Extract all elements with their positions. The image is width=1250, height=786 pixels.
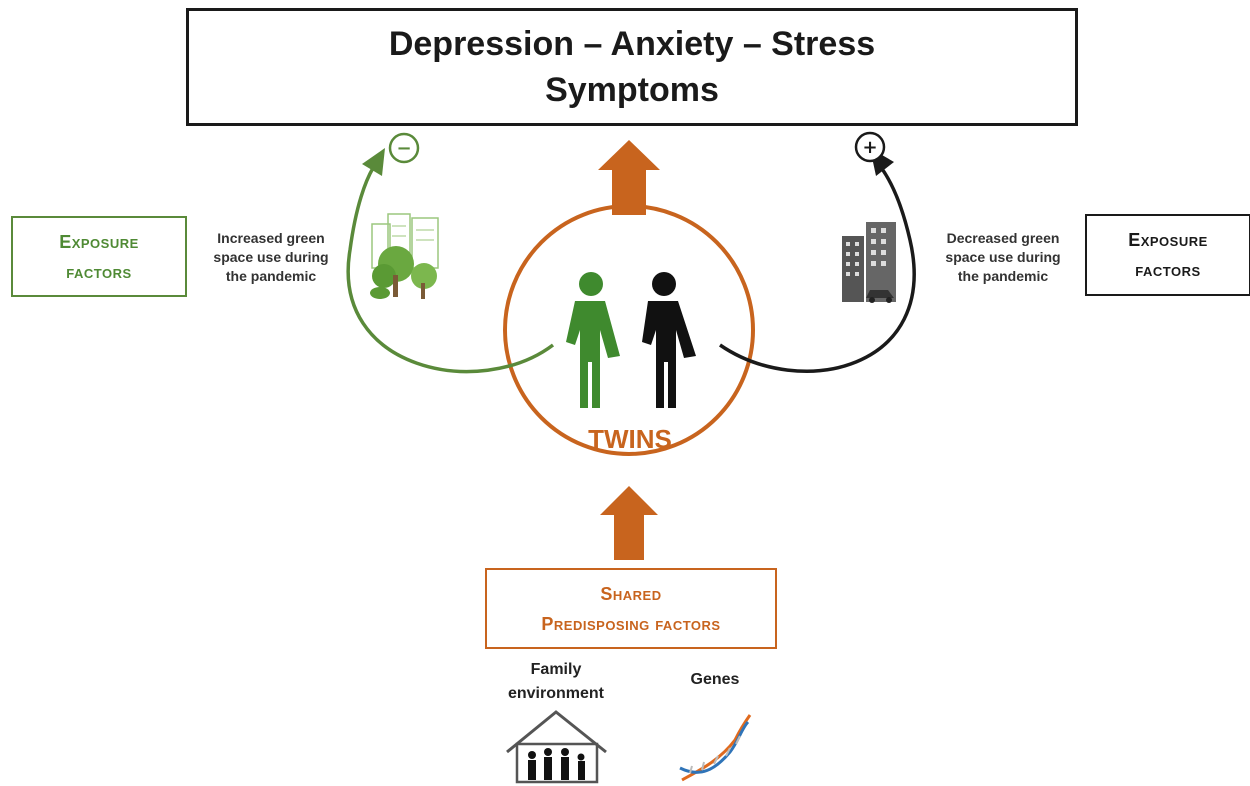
exposure-factors-green-box: Exposure factors <box>11 216 187 297</box>
symptoms-title-box: Depression – Anxiety – Stress Symptoms <box>186 8 1078 126</box>
svg-text:−: − <box>396 138 411 159</box>
family-environment-label: Family environment <box>482 658 630 706</box>
family-line-1: Family <box>530 661 582 678</box>
exposure-right-line-1: Exposure <box>1128 230 1208 250</box>
exposure-factors-black-box: Exposure factors <box>1085 214 1250 296</box>
exposure-left-line-1: Exposure <box>59 231 139 252</box>
caption-left-line-2: space use during <box>213 249 329 265</box>
caption-right-line-2: space use during <box>945 249 1061 265</box>
plus-symbol: + <box>854 131 886 163</box>
arrow-up-to-twins <box>600 486 658 560</box>
genes-label: Genes <box>690 671 740 688</box>
exposure-left-line-2: factors <box>66 261 132 282</box>
arrow-up-to-symptoms <box>598 140 660 215</box>
caption-right-line-3: the pandemic <box>957 268 1049 284</box>
decreased-green-space-caption: Decreased green space use during the pan… <box>928 229 1078 286</box>
twin-black-person-icon <box>642 272 696 408</box>
city-buildings-icon <box>842 222 896 303</box>
twin-green-person-icon <box>566 272 620 408</box>
exposure-right-line-2: factors <box>1135 260 1201 280</box>
caption-right-line-1: Decreased green <box>946 230 1060 246</box>
twins-label: TWINS <box>588 424 672 454</box>
family-line-2: environment <box>507 685 604 702</box>
caption-left-line-3: the pandemic <box>225 268 317 284</box>
green-park-icon <box>370 213 439 299</box>
minus-symbol: − <box>388 132 420 164</box>
shared-predisposing-factors-box: Shared Predisposing factors <box>485 568 777 649</box>
svg-text:+: + <box>862 137 877 158</box>
black-curved-arrow <box>719 164 916 373</box>
caption-left-line-1: Increased green <box>217 230 325 246</box>
dna-helix-icon <box>679 714 752 782</box>
green-curved-arrow <box>346 167 555 374</box>
green-arrowhead <box>362 148 385 176</box>
increased-green-space-caption: Increased green space use during the pan… <box>197 229 345 286</box>
title-line-2: Symptoms <box>545 71 719 109</box>
family-house-icon <box>506 710 607 784</box>
shared-line-1: Shared <box>600 583 662 604</box>
twins-circle <box>503 204 755 456</box>
shared-line-2: Predisposing factors <box>541 613 721 634</box>
title-line-1: Depression – Anxiety – Stress <box>388 25 876 63</box>
